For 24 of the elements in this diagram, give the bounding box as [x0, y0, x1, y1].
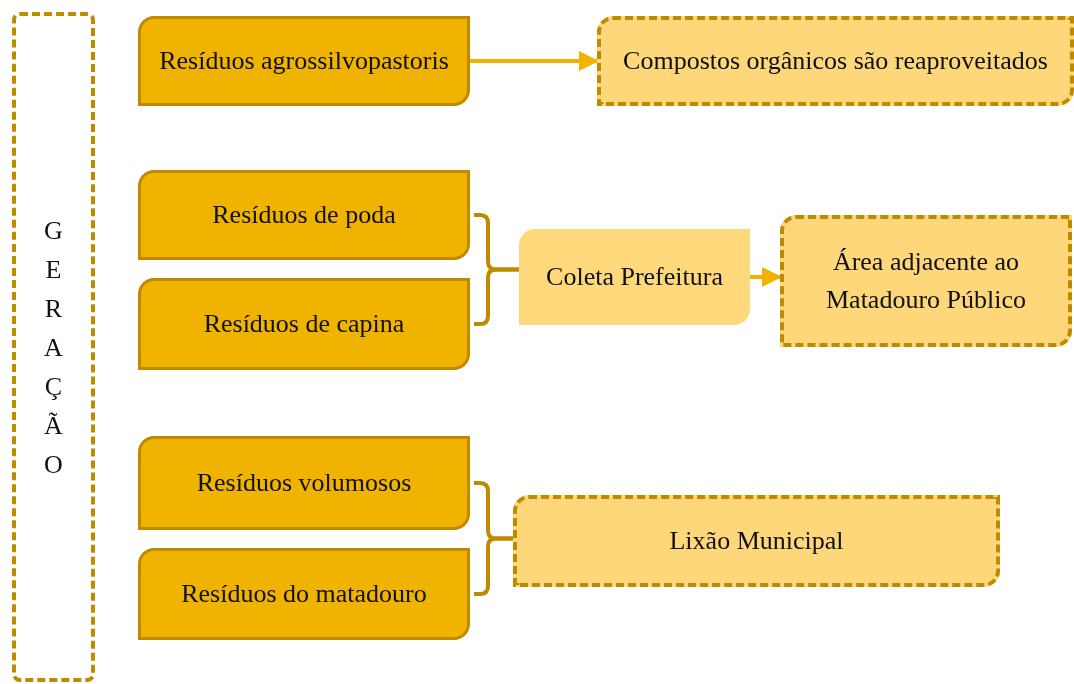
waste-box: [138, 436, 470, 530]
waste-box: [138, 548, 470, 640]
process-box: [519, 229, 750, 325]
box-label: Resíduos volumosos: [196, 467, 412, 500]
arrow: [750, 267, 782, 287]
box-label: Compostos orgânicos são reaproveitados: [623, 45, 1048, 78]
destination-box: [597, 16, 1074, 106]
box-label: Lixão Municipal: [669, 525, 844, 558]
box-label: Resíduos de capina: [203, 308, 405, 341]
bracket-connector: [474, 536, 513, 596]
destination-box: [513, 495, 1000, 587]
waste-box: [138, 170, 470, 260]
waste-box: [138, 278, 470, 370]
waste-box: [138, 16, 470, 106]
box-label: Área adjacente ao Matadouro Público: [825, 246, 1027, 316]
box-label: Resíduos agrossilvopastoris: [159, 45, 449, 78]
box-label: Resíduos do matadouro: [181, 578, 427, 611]
stage-column: [12, 12, 95, 682]
vertical-label: GERAÇÃO: [43, 214, 64, 481]
box-label: Resíduos de poda: [212, 199, 396, 232]
arrow: [470, 51, 599, 71]
box-label: Coleta Prefeitura: [546, 261, 723, 294]
bracket-connector: [474, 267, 519, 326]
destination-box: [780, 215, 1072, 347]
